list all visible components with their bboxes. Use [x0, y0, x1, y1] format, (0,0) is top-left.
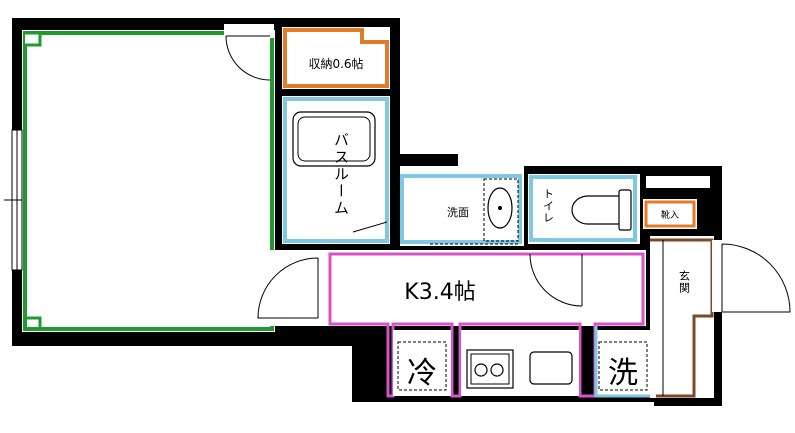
- western-room-notch-bottom: [25, 316, 42, 329]
- washer-floor: [596, 330, 654, 396]
- bathroom-floor: [282, 96, 390, 244]
- stove: [466, 349, 514, 389]
- washroom-outline: [400, 174, 522, 244]
- bathroom-door-line: [352, 221, 388, 233]
- entrance-label: 玄関: [678, 269, 691, 294]
- storage-label: 収納0.6帖: [308, 56, 363, 71]
- shoe-storage-floor: [643, 199, 697, 229]
- stove-inner: [470, 353, 510, 385]
- bathtub-inner: [297, 116, 371, 162]
- western-room-notch: [25, 31, 42, 47]
- toilet-bowl: [571, 195, 619, 225]
- kitchen-counter-floor: [461, 330, 579, 396]
- washroom-floor: [400, 166, 524, 246]
- fridge-floor: [393, 330, 451, 396]
- washer-dashed: [598, 341, 648, 391]
- western-door-gap: [224, 24, 274, 38]
- shoe-storage-label: 靴入: [661, 209, 679, 221]
- shoe-storage-outline: [644, 200, 696, 228]
- toilet-floor: [528, 174, 640, 244]
- kitchen-sink: [529, 351, 573, 385]
- wall-notch-top: [646, 176, 710, 188]
- storage-floor: [282, 27, 390, 89]
- toilet-door-swing: [529, 253, 583, 307]
- bathroom-label: バスルーム: [332, 132, 350, 217]
- bathroom-outline: [283, 97, 389, 243]
- bathtub: [292, 111, 376, 167]
- toilet-tank: [618, 189, 632, 231]
- washer-area-outline: [594, 326, 652, 398]
- entrance-outline: [650, 238, 714, 398]
- washroom-counter: [483, 178, 519, 242]
- toilet-outline: [529, 175, 637, 242]
- fridge-dashed: [397, 341, 447, 391]
- entrance-door-gap: [712, 240, 724, 312]
- western-door-swing: [225, 35, 271, 81]
- kitchen-outline: [328, 252, 645, 398]
- wall-segment-lower-left: [360, 346, 386, 402]
- stove-burner-left: [474, 363, 488, 377]
- western-room-floor: [22, 30, 275, 332]
- toilet-label: トイレ: [542, 188, 555, 224]
- western-room-outline: [23, 31, 274, 331]
- kitchen-door-gap: [268, 250, 324, 326]
- sink: [487, 187, 513, 229]
- fridge-label: 冷: [407, 356, 437, 391]
- sink-drain: [498, 206, 502, 210]
- kitchen-door-swing: [257, 257, 319, 319]
- washer-label: 洗: [608, 356, 638, 391]
- kitchen-floor: [322, 250, 646, 326]
- entrance-door-swing: [721, 243, 791, 313]
- stove-burner-right: [490, 363, 504, 377]
- washroom-label: 洗面: [447, 206, 469, 219]
- storage-outline: [283, 28, 389, 88]
- kitchen-label: K3.4帖: [404, 280, 475, 305]
